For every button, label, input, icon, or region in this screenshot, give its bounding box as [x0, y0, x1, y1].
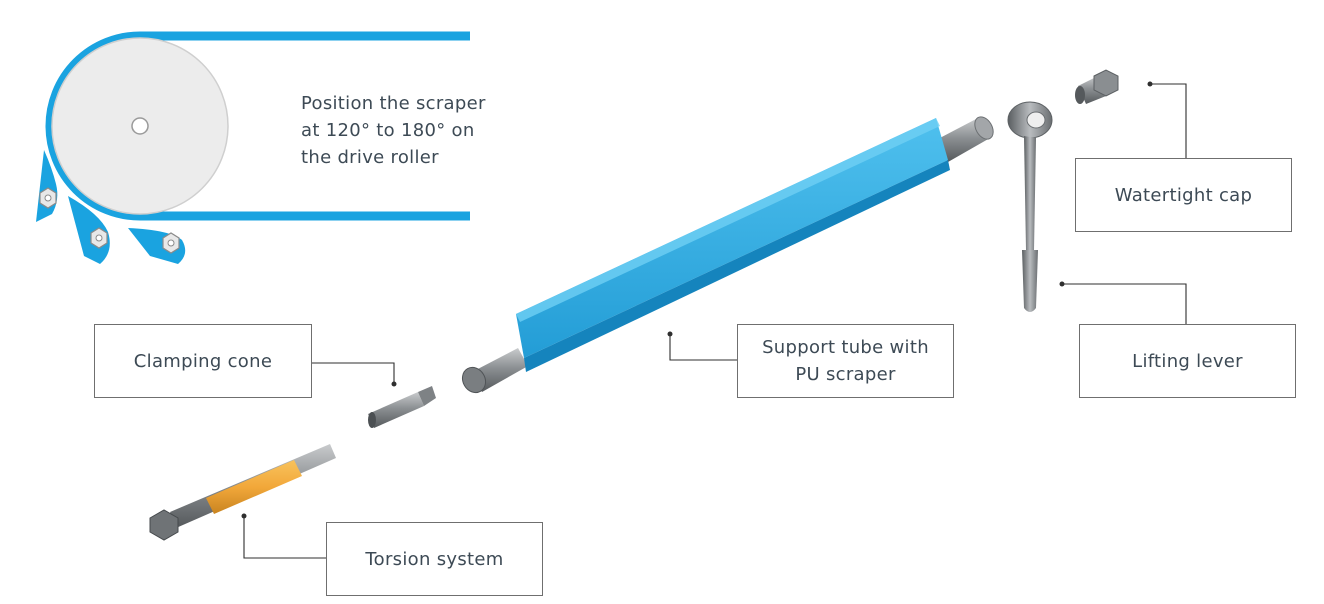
instruction-line: Position the scraper: [301, 93, 486, 114]
lifting-lever-text: Lifting lever: [1132, 350, 1243, 372]
support-tube-label: Support tube with PU scraper: [737, 324, 954, 398]
watertight-cap-leader: [1150, 83, 1187, 158]
lifting-lever-label: Lifting lever: [1079, 324, 1296, 398]
lifting-lever-leader: [1062, 283, 1187, 324]
watertight-cap-icon: [1075, 69, 1119, 104]
torsion-system-label: Torsion system: [326, 522, 543, 596]
leader-dots: [241, 81, 1153, 519]
watertight-cap-text: Watertight cap: [1114, 184, 1253, 206]
clamping-cone-text: Clamping cone: [133, 350, 273, 372]
support-tube-text: PU scraper: [795, 364, 896, 385]
torsion-system-icon: [149, 444, 336, 541]
hex-nut-icon: [39, 187, 180, 254]
instruction-line: the drive roller: [301, 147, 439, 168]
torsion-system-leader: [243, 516, 326, 559]
support-tube-text: Support tube with: [762, 337, 929, 358]
positioning-instruction: Position the scraper at 120° to 180° on …: [301, 90, 521, 171]
drive-roller-icon: [45, 31, 470, 221]
lifting-lever-icon: [1007, 101, 1053, 312]
watertight-cap-label: Watertight cap: [1075, 158, 1292, 232]
support-tube-icon: [461, 116, 994, 394]
clamping-cone-label: Clamping cone: [94, 324, 312, 398]
support-tube-leader: [669, 334, 737, 361]
leader-lines: [243, 83, 1187, 559]
torsion-system-text: Torsion system: [365, 548, 504, 570]
clamping-cone-leader: [312, 362, 395, 384]
clamping-cone-icon: [368, 386, 436, 428]
instruction-line: at 120° to 180° on: [301, 120, 475, 141]
